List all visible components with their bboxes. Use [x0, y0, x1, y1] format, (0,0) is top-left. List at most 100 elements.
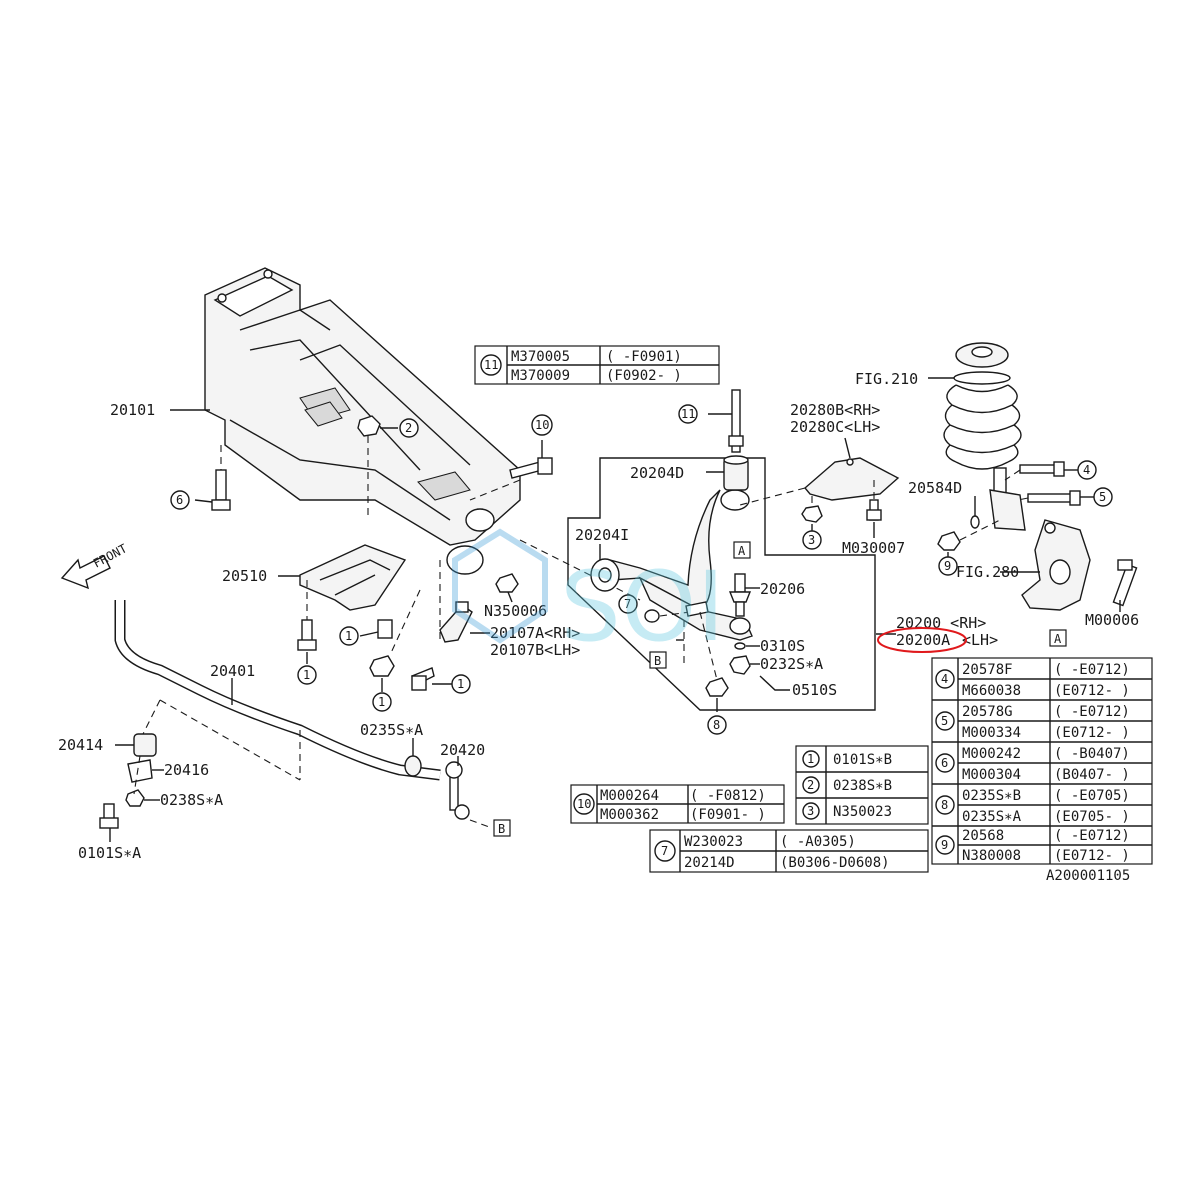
nut-3-icon: [801, 505, 823, 523]
label-0310s: 0310S: [760, 637, 805, 655]
svg-text:( -E0705): ( -E0705): [1054, 788, 1130, 804]
bolt-1b-icon: [377, 619, 393, 639]
pin-0310s-icon: [734, 642, 746, 650]
svg-text:0235S∗A: 0235S∗A: [962, 809, 1022, 825]
nut-n350006-icon: [495, 573, 519, 593]
knuckle-part: [1021, 519, 1091, 611]
svg-text:10: 10: [577, 797, 591, 811]
callouts: 6 2 10 11 1 1 1 1 7 8 3 4 5 9: [170, 404, 1113, 735]
svg-text:(E0712- ): (E0712- ): [1054, 725, 1130, 741]
label-N350006: N350006: [484, 602, 547, 620]
svg-text:9: 9: [941, 838, 948, 852]
label-20200a: 20200A: [896, 631, 950, 649]
label-0101sa: 0101S∗A: [78, 844, 141, 862]
svg-text:6: 6: [941, 756, 948, 770]
bolt-11-icon: [728, 389, 744, 453]
bracket-20510-part: [299, 544, 407, 611]
front-label: FRONT: [91, 541, 129, 570]
clamp-20416-icon: [127, 759, 153, 783]
svg-text:1: 1: [807, 752, 814, 766]
label-20280b: 20280B<RH>: [790, 401, 880, 419]
bolt-5-icon: [1027, 490, 1081, 506]
svg-text:W230023: W230023: [684, 834, 743, 850]
bolt-7-icon: [685, 601, 709, 617]
table-1-2-3: 1 2 3 0101S∗B 0238S∗B N350023: [795, 745, 929, 825]
ref-box-b-2: B: [493, 819, 511, 837]
svg-text:N350023: N350023: [833, 804, 892, 820]
label-0232sa: 0232S∗A: [760, 655, 823, 673]
svg-text:1: 1: [345, 629, 352, 643]
nut-8-icon: [705, 677, 729, 697]
label-0510s: 0510S: [792, 681, 837, 699]
label-20401: 20401: [210, 662, 255, 680]
svg-text:A: A: [1054, 632, 1062, 646]
washer-7-icon: [644, 609, 660, 623]
svg-text:(F0901- ): (F0901- ): [690, 807, 766, 823]
svg-text:A: A: [738, 544, 746, 558]
label-0238sa: 0238S∗A: [160, 791, 223, 809]
nut-9-icon: [937, 531, 961, 551]
strut-assembly-part: [943, 342, 1026, 531]
bolt-0101sa-icon: [99, 803, 119, 829]
bolt-1c-icon: [369, 655, 395, 677]
svg-text:( -F0812): ( -F0812): [690, 788, 766, 804]
ref-box-a-2: A: [1049, 629, 1067, 647]
label-M00006: M00006: [1085, 611, 1139, 629]
watermark: SOI: [452, 528, 725, 663]
svg-text:M660038: M660038: [962, 683, 1021, 699]
label-20200a-suffix: <LH>: [962, 631, 998, 649]
label-FIG210: FIG.210: [855, 370, 918, 388]
svg-text:(E0712- ): (E0712- ): [1054, 683, 1130, 699]
svg-text:(B0306-D0608): (B0306-D0608): [780, 855, 890, 871]
label-20107a: 20107A<RH>: [490, 624, 580, 642]
bolt-10-icon: [509, 457, 553, 479]
bolt-0238sa-icon: [125, 789, 145, 807]
ref-box-b-1: B: [649, 651, 667, 669]
svg-text:10: 10: [535, 418, 549, 432]
svg-text:3: 3: [808, 533, 815, 547]
svg-text:SOI: SOI: [560, 551, 725, 663]
svg-text:M000362: M000362: [600, 807, 659, 823]
label-M030007: M030007: [842, 539, 905, 557]
highlight-ring: [877, 627, 967, 653]
svg-text:20578G: 20578G: [962, 704, 1013, 720]
svg-text:5: 5: [941, 714, 948, 728]
svg-text:2: 2: [807, 778, 814, 792]
svg-text:B: B: [654, 654, 661, 668]
ref-box-a-1: A: [733, 541, 751, 559]
label-20584d: 20584D: [908, 479, 962, 497]
bushing-20414-icon: [133, 733, 157, 757]
table-right: 4 5 6 8 9 20578F ( -E0712) M660038 (E071…: [931, 657, 1153, 865]
label-0235sa: 0235S∗A: [360, 721, 423, 739]
bolt-1d-icon: [411, 667, 435, 691]
svg-text:M000334: M000334: [962, 725, 1021, 741]
bracket-20107-part: [439, 601, 473, 643]
svg-text:1: 1: [378, 695, 385, 709]
label-20101: 20101: [110, 401, 155, 419]
svg-text:20568: 20568: [962, 828, 1004, 844]
cotter-pin-0510s-icon: [759, 675, 790, 691]
svg-text:1: 1: [303, 668, 310, 682]
svg-text:( -A0305): ( -A0305): [780, 834, 856, 850]
svg-text:( -E0712): ( -E0712): [1054, 828, 1130, 844]
svg-text:7: 7: [624, 597, 631, 611]
svg-text:9: 9: [944, 559, 951, 573]
svg-text:(B0407- ): (B0407- ): [1054, 767, 1130, 783]
svg-text:5: 5: [1099, 490, 1106, 504]
figure-id: A200001105: [1046, 868, 1130, 884]
bolt-m00006-icon: [1112, 559, 1138, 607]
table-10: 10 M000264 ( -F0812) M000362 (F0901- ): [570, 784, 785, 824]
bolt-1a-icon: [297, 619, 317, 651]
svg-text:11: 11: [681, 407, 695, 421]
svg-text:4: 4: [941, 672, 948, 686]
label-20280c: 20280C<LH>: [790, 418, 880, 436]
svg-text:0235S∗B: 0235S∗B: [962, 788, 1021, 804]
bolt-6-icon: [211, 469, 231, 511]
front-arrow-icon: FRONT: [60, 541, 129, 590]
lower-arm-frame: [567, 457, 876, 711]
svg-text:20214D: 20214D: [684, 855, 735, 871]
bolt-m030007-icon: [866, 499, 882, 521]
crossmember-part: [204, 267, 521, 575]
svg-text:(F0902- ): (F0902- ): [606, 368, 682, 384]
washer-20584d-icon: [970, 515, 980, 529]
